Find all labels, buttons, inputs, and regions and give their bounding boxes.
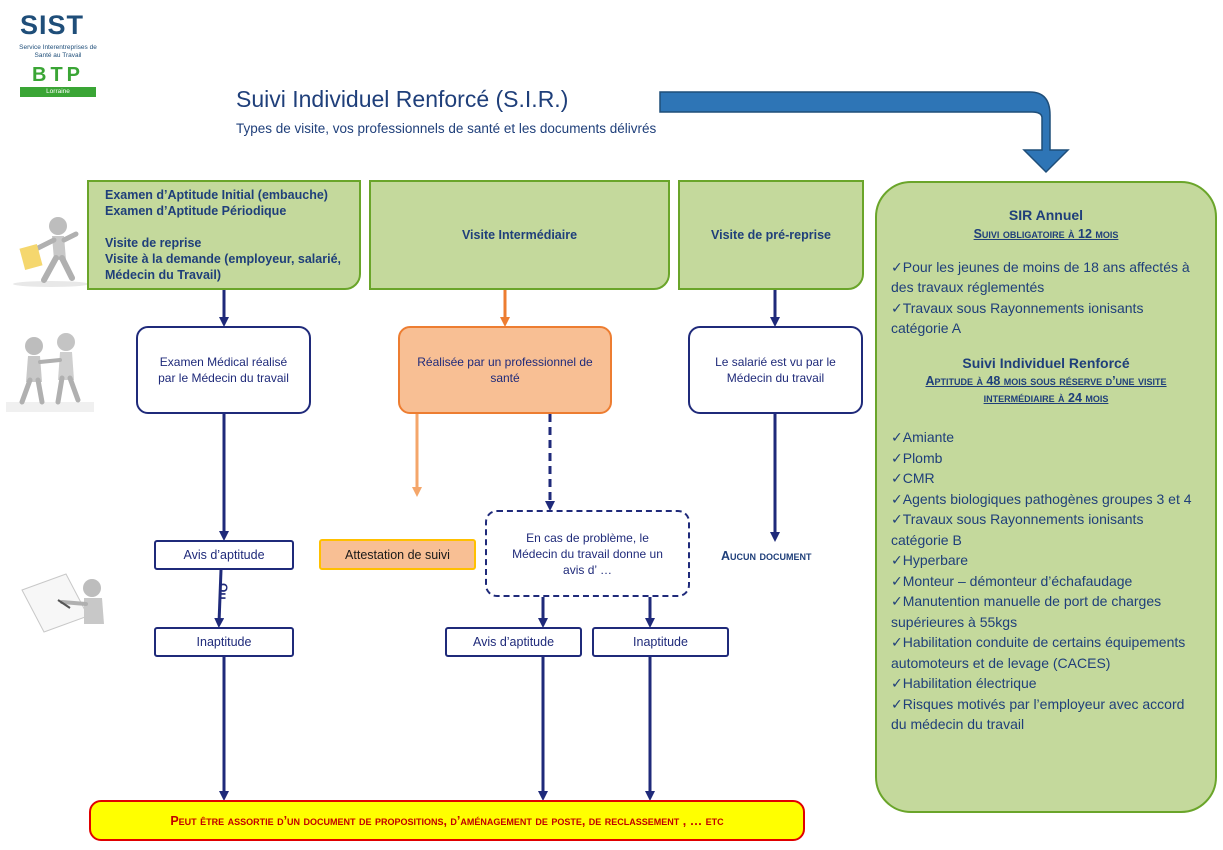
side-list-1: ✓Pour les jeunes de moins de 18 ans affe…	[891, 257, 1201, 339]
ou-label: Ou	[216, 583, 230, 600]
visit-type-pre-reprise: Visite de pré-reprise	[678, 180, 864, 290]
probleme-box: En cas de problème, le Médecin du travai…	[485, 510, 690, 597]
side-list-item: ✓Manutention manuelle de port de charges…	[891, 593, 1162, 630]
visit-type-line: Visite à la demande (employeur, salarié,	[105, 252, 341, 266]
side-list-item: ✓Travaux sous Rayonnements ionisants cat…	[891, 511, 1144, 548]
logo-subtitle: Service Interentreprises de Santé au Tra…	[19, 44, 97, 59]
side-list-item: ✓Agents biologiques pathogènes groupes 3…	[891, 490, 1192, 507]
inaptitude-box: Inaptitude	[154, 627, 294, 657]
visit-type-line: Médecin du Travail)	[105, 268, 222, 282]
visit-types-column-1: Examen d’Aptitude Initial (embauche) Exa…	[87, 180, 361, 290]
side-list-item: ✓Pour les jeunes de moins de 18 ans affe…	[891, 258, 1190, 296]
side-list-item: ✓Plomb	[891, 449, 943, 466]
professionnel-sante-box: Réalisée par un professionnel de santé	[398, 326, 612, 414]
bottom-note: Peut être assortie d’un document de prop…	[89, 800, 805, 841]
avis-aptitude-box: Avis d’aptitude	[154, 540, 294, 570]
visit-type-line: Examen d’Aptitude Initial (embauche)	[105, 188, 328, 202]
writing-person-icon	[21, 573, 104, 633]
arrow-ou	[214, 569, 225, 628]
page-title: Suivi Individuel Renforcé (S.I.R.)	[236, 86, 569, 112]
side-list-item: ✓CMR	[891, 470, 935, 486]
avis-aptitude-2-box: Avis d’aptitude	[445, 627, 582, 657]
visit-type-line: Examen d’Aptitude Périodique	[105, 204, 287, 218]
side-list-item: ✓Amiante	[891, 429, 955, 445]
side-list-item: ✓Risques motivés par l’employeur avec ac…	[891, 695, 1185, 733]
salarie-medecin-box: Le salarié est vu par le Médecin du trav…	[688, 326, 863, 414]
side-subtitle-2: Aptitude à 48 mois sous réserve d’une vi…	[925, 374, 1167, 405]
logo-region: Lorraine	[20, 87, 96, 97]
side-list-item: ✓Habilitation conduite de certains équip…	[891, 634, 1186, 671]
visit-type-line: Visite de reprise	[105, 236, 202, 250]
side-title-2: Suivi Individuel Renforcé	[962, 354, 1130, 371]
attestation-suivi-box: Attestation de suivi	[319, 539, 476, 570]
walking-person-icon	[13, 217, 89, 287]
side-title-1: SIR Annuel	[1008, 207, 1084, 223]
side-list-2: ✓Amiante ✓Plomb ✓CMR ✓Agents biologiques…	[891, 427, 1201, 735]
logo-btp: BTP	[32, 64, 84, 86]
side-panel: SIR Annuel Suivi obligatoire à 12 mois ✓…	[875, 181, 1217, 813]
side-list-item: ✓Travaux sous Rayonnements ionisants cat…	[891, 299, 1144, 337]
visit-type-intermediaire: Visite Intermédiaire	[369, 180, 670, 290]
visit-type-line	[105, 219, 343, 235]
aucun-document-label: Aucun document	[721, 549, 812, 563]
inaptitude-2-box: Inaptitude	[592, 627, 729, 657]
side-subtitle-1: Suivi obligatoire à 12 mois	[973, 226, 1119, 241]
logo-sist: SIST	[20, 10, 85, 40]
exam-medical-box: Examen Médical réalisé par le Médecin du…	[136, 326, 311, 414]
big-blue-arrow	[659, 91, 1070, 174]
side-list-item: ✓Habilitation électrique	[891, 675, 1037, 691]
side-list-item: ✓Monteur – démonteur d’échafaudage	[891, 572, 1133, 589]
side-list-item: ✓Hyperbare	[891, 552, 969, 568]
two-persons-icon	[6, 333, 94, 412]
page-subtitle: Types de visite, vos professionnels de s…	[236, 121, 657, 136]
